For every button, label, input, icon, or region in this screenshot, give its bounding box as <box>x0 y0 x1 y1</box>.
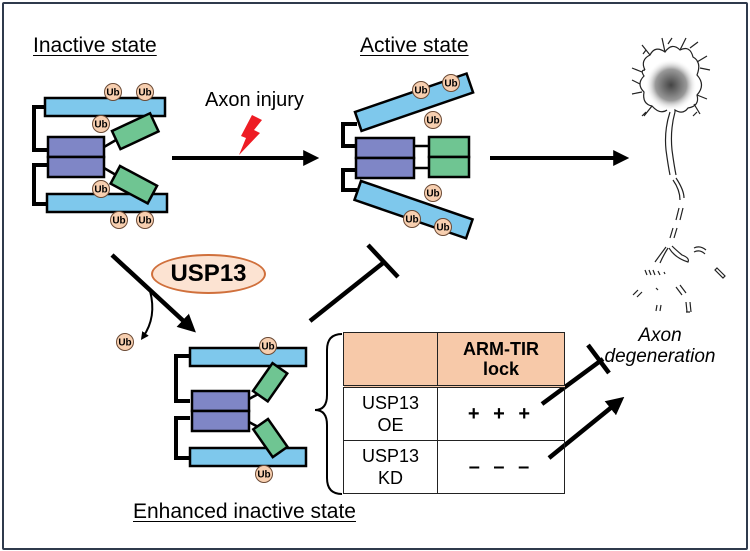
tir-domain <box>427 135 471 159</box>
ub-icon <box>259 337 277 355</box>
label-axon-degeneration-line1: Axon <box>638 325 682 346</box>
title-inactive-state: Inactive state <box>33 34 157 57</box>
ub-removal-arrow <box>140 290 154 340</box>
sam-domain <box>46 155 106 179</box>
usp13-label: USP13 <box>170 260 247 287</box>
sam-domain <box>190 389 251 413</box>
ub-icon <box>92 115 110 133</box>
lock-value-cell: – – – <box>437 440 565 494</box>
ub-icon <box>136 83 154 101</box>
table-header-row: ARM-TIR lock <box>343 332 565 387</box>
tir-domain <box>110 111 161 151</box>
sam-domain <box>354 136 416 160</box>
condition-line: USP13 <box>361 393 420 413</box>
condition-line: KD <box>377 468 403 488</box>
header-line: lock <box>482 359 520 379</box>
arm-domain <box>352 179 475 240</box>
ub-icon <box>116 333 134 351</box>
neuron-icon <box>631 37 726 313</box>
condition-cell: USP13 KD <box>343 440 438 494</box>
sarm1-active <box>341 71 475 240</box>
condition-cell: USP13 OE <box>343 386 438 441</box>
ub-icon <box>255 465 273 483</box>
table-row: USP13 KD – – – <box>343 440 565 494</box>
inhibition-bar <box>366 243 400 279</box>
tir-domain <box>251 417 290 459</box>
lock-value-cell: + + + <box>437 386 565 441</box>
label-axon-degeneration: Axon degeneration <box>605 325 716 367</box>
oe-inhibition-bar <box>586 343 611 375</box>
ub-icon <box>412 81 430 99</box>
sam-domain <box>46 135 106 159</box>
arm-domain <box>188 346 308 368</box>
condition-line: OE <box>377 415 404 435</box>
sam-domain <box>354 156 416 180</box>
title-enhanced-inactive-state: Enhanced inactive state <box>133 500 356 523</box>
linker <box>32 163 48 206</box>
tir-domain <box>251 361 289 404</box>
linker <box>32 105 48 152</box>
tir-domain <box>108 164 159 206</box>
label-axon-injury: Axon injury <box>205 89 304 111</box>
sam-domain <box>190 409 251 433</box>
usp13-badge: USP13 <box>151 254 266 294</box>
label-axon-degeneration-line2: degeneration <box>604 346 716 367</box>
ub-icon <box>434 218 452 236</box>
sarm1-inactive <box>32 83 169 229</box>
ub-icon <box>110 211 128 229</box>
table-row: USP13 OE + + + <box>343 386 565 441</box>
ub-icon <box>92 180 110 198</box>
lightning-bolt-icon <box>239 115 262 155</box>
ub-icon <box>424 184 442 202</box>
table-header-arm-tir-lock: ARM-TIR lock <box>437 332 565 387</box>
condition-line: USP13 <box>361 446 420 466</box>
ub-icon <box>104 83 122 101</box>
inhibition-line <box>308 261 385 323</box>
sarm1-enhanced-inactive <box>174 337 308 483</box>
arm-domain <box>188 446 308 468</box>
table-header-empty <box>343 332 438 387</box>
header-line: ARM-TIR <box>463 339 539 359</box>
ub-icon <box>403 210 421 228</box>
ub-icon <box>136 211 154 229</box>
title-active-state: Active state <box>360 34 469 57</box>
tir-domain <box>427 155 471 179</box>
ub-icon <box>442 74 460 92</box>
arm-tir-lock-table: ARM-TIR lock USP13 OE + + + USP13 KD – –… <box>343 332 565 494</box>
brace <box>314 333 343 495</box>
ub-icon <box>424 111 442 129</box>
